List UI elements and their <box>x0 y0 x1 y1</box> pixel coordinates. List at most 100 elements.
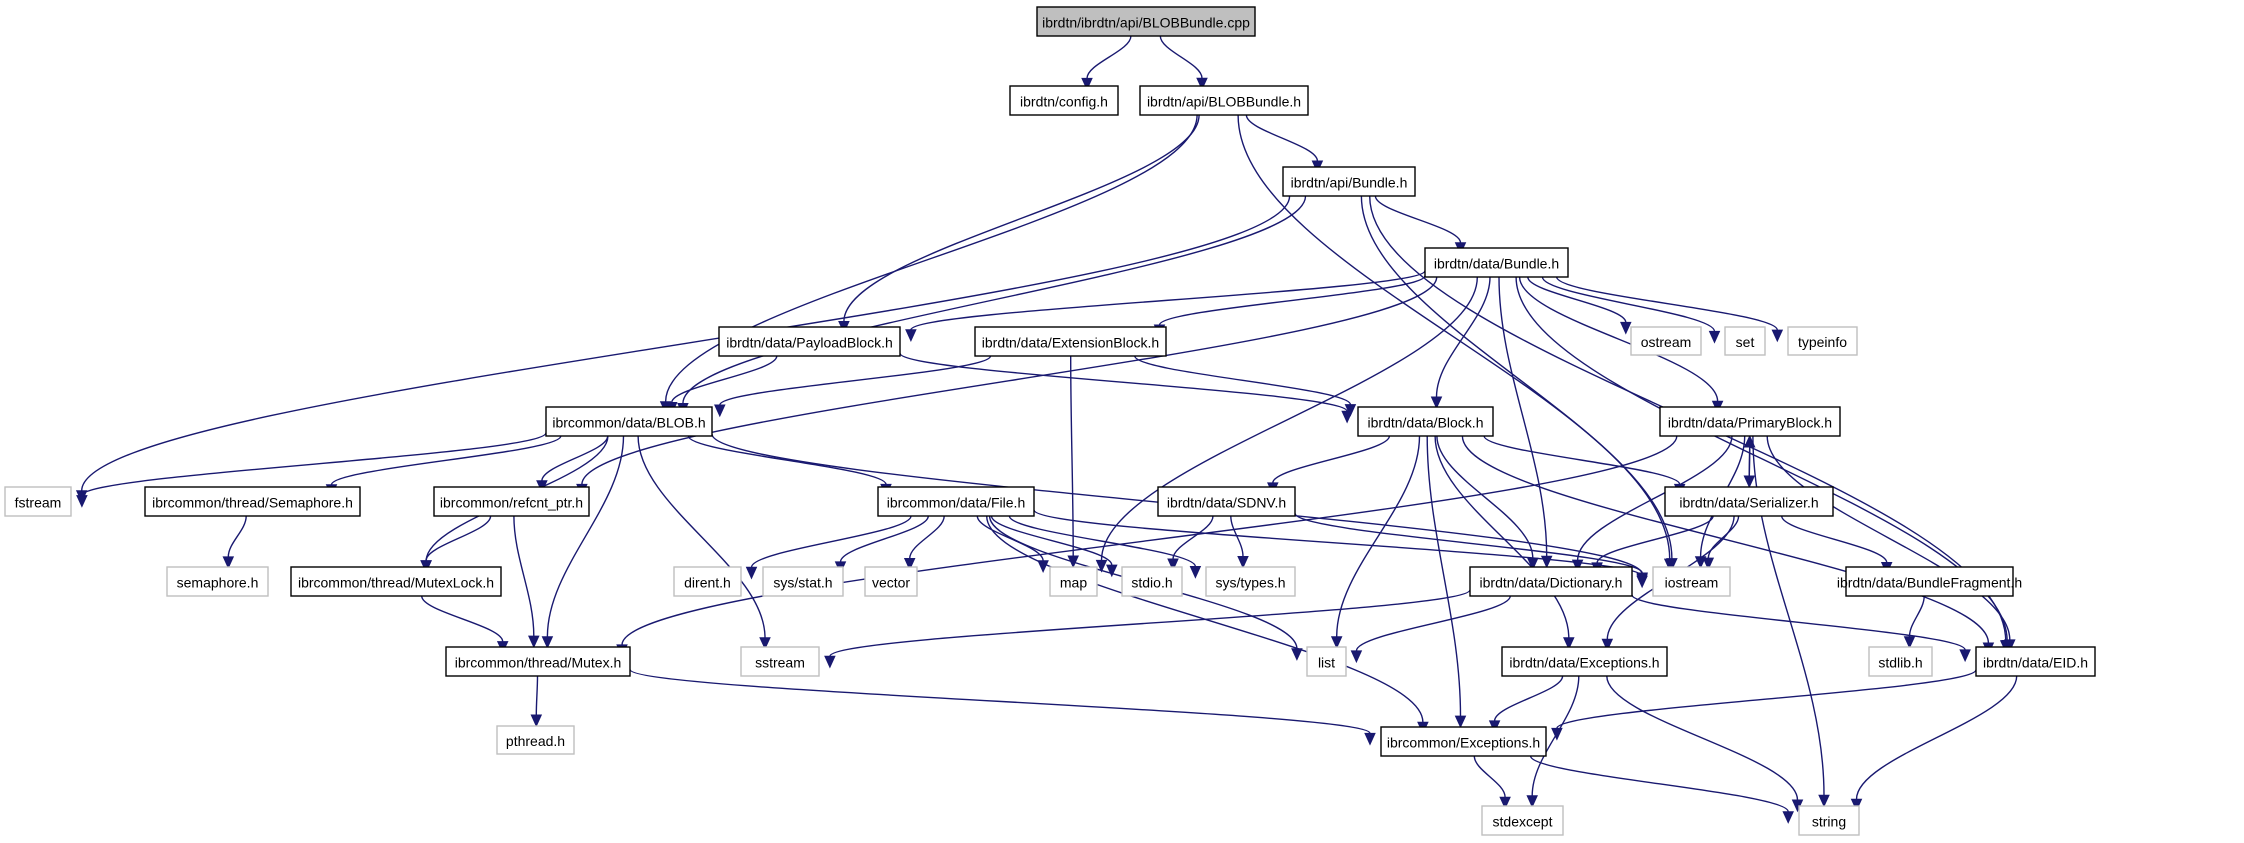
edge-line <box>1272 435 1391 484</box>
edge-primary-to-eid <box>1766 435 2016 653</box>
node-box <box>1424 247 1569 278</box>
edge-line <box>1426 435 1462 717</box>
arrowhead-icon <box>1095 559 1108 573</box>
graph-node-blobbundle-h[interactable]: ibrdtn/api/BLOBBundle.h <box>1139 85 1309 116</box>
graph-node-extension[interactable]: ibrdtn/data/ExtensionBlock.h <box>974 326 1167 357</box>
arrowhead-icon <box>1636 572 1648 586</box>
edge-line <box>1461 435 1990 644</box>
edge-line <box>81 195 1291 491</box>
edge-refcnt-to-mutex <box>513 515 540 649</box>
arrowhead-icon <box>1196 77 1208 91</box>
node-box <box>433 486 590 517</box>
node-box <box>673 566 742 597</box>
edge-line <box>1855 675 2018 800</box>
graph-node-fragment[interactable]: ibrdtn/data/BundleFragment.h <box>1837 566 2022 597</box>
edge-line <box>1781 515 1888 563</box>
edge-line <box>1606 675 1799 801</box>
edge-line <box>1237 114 1671 560</box>
graph-node-sdnv[interactable]: ibrdtn/data/SDNV.h <box>1157 486 1296 517</box>
edge-common-exceptions-to-string <box>1529 755 1794 824</box>
edge-line <box>1435 276 1491 398</box>
arrowhead-icon <box>222 556 235 570</box>
node-label: vector <box>872 575 910 591</box>
node-label: stdlib.h <box>1878 655 1922 671</box>
graph-node-serializer[interactable]: ibrdtn/data/Serializer.h <box>1664 486 1834 517</box>
node-box <box>1157 486 1296 517</box>
graph-node-blob[interactable]: ibrcommon/data/BLOB.h <box>545 406 713 437</box>
graph-node-pthread: pthread.h <box>496 725 575 755</box>
arrowhead-icon <box>1081 77 1093 91</box>
node-box <box>290 566 502 597</box>
edge-line <box>1908 595 1925 637</box>
edge-block-to-common-exceptions <box>1426 435 1467 729</box>
edge-file-to-systypes <box>1008 515 1202 579</box>
node-box <box>445 646 631 677</box>
edge-line <box>1752 435 1825 796</box>
graph-node-dictionary[interactable]: ibrdtn/data/Dictionary.h <box>1469 566 1633 597</box>
graph-node-mutex[interactable]: ibrcommon/thread/Mutex.h <box>445 646 631 677</box>
edge-line <box>1766 435 2011 640</box>
graph-node-fstream: fstream <box>4 486 72 517</box>
arrowhead-icon <box>541 636 554 649</box>
edge-blob-to-mutex <box>541 435 625 649</box>
node-box <box>4 486 72 517</box>
edge-line <box>1483 435 1681 485</box>
edge-blob-to-refcnt <box>536 435 609 494</box>
arrowhead-icon <box>1350 650 1363 664</box>
arrowhead-icon <box>1666 558 1678 571</box>
arrowhead-icon <box>903 558 916 571</box>
arrowhead-icon <box>1106 564 1118 578</box>
graph-node-config[interactable]: ibrdtn/config.h <box>1009 85 1119 116</box>
node-label: ibrdtn/data/Bundle.h <box>1434 256 1559 272</box>
edge-line <box>899 352 1348 412</box>
arrowhead-icon <box>1037 560 1049 574</box>
node-label: ibrcommon/data/File.h <box>887 495 1026 511</box>
arrowhead-icon <box>1189 566 1202 579</box>
edge-data-bundle-to-dictionary <box>1498 276 1553 569</box>
node-box <box>545 406 713 437</box>
arrowhead-icon <box>1364 732 1376 746</box>
graph-node-eid[interactable]: ibrdtn/data/EID.h <box>1975 646 2096 677</box>
node-box <box>1787 326 1858 356</box>
edge-line <box>1360 195 1673 559</box>
edge-line <box>1498 276 1548 557</box>
graph-node-refcnt[interactable]: ibrcommon/refcnt_ptr.h <box>433 486 590 517</box>
graph-node-mutexlock[interactable]: ibrcommon/thread/MutexLock.h <box>290 566 502 597</box>
graph-node-semaphore-h[interactable]: ibrcommon/thread/Semaphore.h <box>144 486 361 517</box>
arrowhead-icon <box>824 655 836 669</box>
edge-eid-to-string <box>1850 675 2018 812</box>
graph-node-primary[interactable]: ibrdtn/data/PrimaryBlock.h <box>1659 406 1841 437</box>
graph-node-api-bundle[interactable]: ibrdtn/api/Bundle.h <box>1282 166 1416 197</box>
node-label: ibrdtn/data/ExtensionBlock.h <box>982 335 1159 351</box>
edge-line <box>990 515 1113 566</box>
edge-line <box>909 515 945 559</box>
edge-primary-to-string <box>1752 435 1830 808</box>
edge-blobbundle-h-to-payload <box>838 114 1200 334</box>
node-box <box>496 725 575 755</box>
graph-node-payload[interactable]: ibrdtn/data/PayloadBlock.h <box>718 326 901 357</box>
edge-line <box>664 114 1198 402</box>
arrowhead-icon <box>1959 649 1971 663</box>
arrowhead-icon <box>1454 715 1467 729</box>
arrowhead-icon <box>1430 396 1443 410</box>
edge-blob-to-file <box>687 435 892 497</box>
edge-sdnv-to-systypes <box>1230 515 1249 569</box>
graph-node-root[interactable]: ibrdtn/ibrdtn/api/BLOBBundle.cpp <box>1036 6 1256 37</box>
edge-line <box>1336 435 1421 637</box>
graph-node-dtn-exceptions[interactable]: ibrdtn/data/Exceptions.h <box>1501 646 1668 677</box>
graph-node-data-bundle[interactable]: ibrdtn/data/Bundle.h <box>1424 247 1569 278</box>
graph-node-block[interactable]: ibrdtn/data/Block.h <box>1357 406 1494 437</box>
graph-node-file[interactable]: ibrcommon/data/File.h <box>877 486 1035 517</box>
node-label: ibrdtn/data/PayloadBlock.h <box>726 335 893 351</box>
edge-blobbundle-h-to-blob <box>659 114 1198 415</box>
node-label: ibrdtn/api/BLOBBundle.h <box>1147 94 1301 110</box>
node-label: ibrdtn/config.h <box>1020 94 1108 110</box>
arrowhead-icon <box>759 637 771 650</box>
graph-node-common-exceptions[interactable]: ibrcommon/Exceptions.h <box>1380 726 1547 757</box>
node-label: pthread.h <box>506 733 565 749</box>
edge-block-to-dtn-exceptions <box>1434 435 1575 651</box>
edge-mutex-to-pthread <box>530 675 543 728</box>
node-label: semaphore.h <box>177 575 259 591</box>
node-box <box>1306 646 1347 677</box>
edge-line <box>1541 276 1716 332</box>
